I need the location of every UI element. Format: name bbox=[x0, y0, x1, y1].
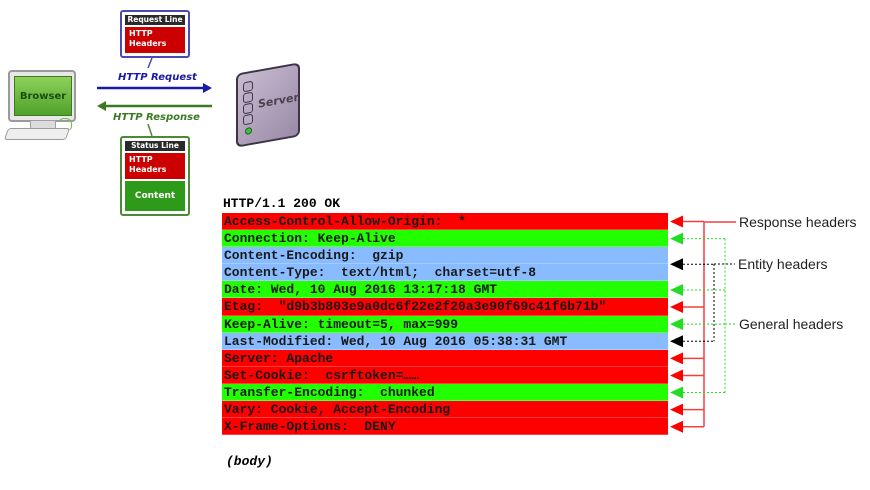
body-label: (body) bbox=[226, 454, 273, 469]
http-request-label: HTTP Request bbox=[118, 72, 197, 83]
header-row: Date: Wed, 10 Aug 2016 13:17:18 GMT bbox=[222, 281, 668, 299]
request-message-box: Request Line HTTP Headers bbox=[120, 10, 190, 58]
legend-entity-headers: Entity headers bbox=[738, 256, 828, 272]
header-row: Connection: Keep-Alive bbox=[222, 230, 668, 248]
response-arrow-head bbox=[670, 420, 683, 433]
status-line-bar: Status Line bbox=[125, 141, 185, 151]
response-arrow-head bbox=[670, 215, 683, 228]
header-row: Vary: Cookie, Accept-Encoding bbox=[222, 401, 668, 419]
response-arrow-head bbox=[97, 101, 106, 111]
browser-icon: Browser bbox=[8, 70, 76, 122]
general-arrow-head bbox=[670, 386, 683, 399]
header-row: X-Frame-Options: DENY bbox=[222, 418, 668, 436]
header-row: Content-Type: text/html; charset=utf-8 bbox=[222, 264, 668, 282]
legend-general-headers: General headers bbox=[739, 316, 844, 332]
header-row: Last-Modified: Wed, 10 Aug 2016 05:38:31… bbox=[222, 332, 668, 350]
headers-table: Access-Control-Allow-Origin: * Connectio… bbox=[222, 213, 668, 436]
header-row: Keep-Alive: timeout=5, max=999 bbox=[222, 315, 668, 333]
response-arrow-head bbox=[670, 403, 683, 416]
response-arrow-head bbox=[670, 301, 683, 314]
header-row: Etag: "d9b3b803e9a0dc6f22e2f20a3e90f69c4… bbox=[222, 298, 668, 316]
header-row: Server: Apache bbox=[222, 349, 668, 367]
general-arrow-head bbox=[670, 318, 683, 331]
response-arrow-head bbox=[670, 369, 683, 382]
header-row: Set-Cookie: csrftoken=…… bbox=[222, 366, 668, 384]
request-arrow-head bbox=[203, 83, 212, 93]
browser-screen: Browser bbox=[14, 76, 72, 116]
header-row: Content-Encoding: gzip bbox=[222, 247, 668, 265]
header-row: Access-Control-Allow-Origin: * bbox=[222, 213, 668, 231]
request-connector bbox=[147, 57, 153, 69]
entity-arrow-head bbox=[670, 335, 683, 348]
content-bar: Content bbox=[125, 181, 185, 211]
response-message-box: Status Line HTTP Headers Content bbox=[120, 136, 190, 216]
response-connector bbox=[147, 123, 153, 137]
response-headers-bar: HTTP Headers bbox=[125, 153, 185, 179]
entity-arrow-head bbox=[670, 258, 683, 271]
mouse-icon bbox=[58, 118, 72, 132]
request-headers-bar: HTTP Headers bbox=[125, 27, 185, 53]
request-line-bar: Request Line bbox=[125, 15, 185, 25]
browser-label: Browser bbox=[19, 90, 67, 102]
general-arrow-head bbox=[670, 283, 683, 296]
legend-response-headers: Response headers bbox=[739, 214, 857, 230]
response-arrow-head bbox=[670, 352, 683, 365]
status-line: HTTP/1.1 200 OK bbox=[223, 196, 341, 211]
http-response-label: HTTP Response bbox=[113, 112, 200, 123]
header-row: Transfer-Encoding: chunked bbox=[222, 383, 668, 402]
general-arrow-head bbox=[670, 232, 683, 245]
